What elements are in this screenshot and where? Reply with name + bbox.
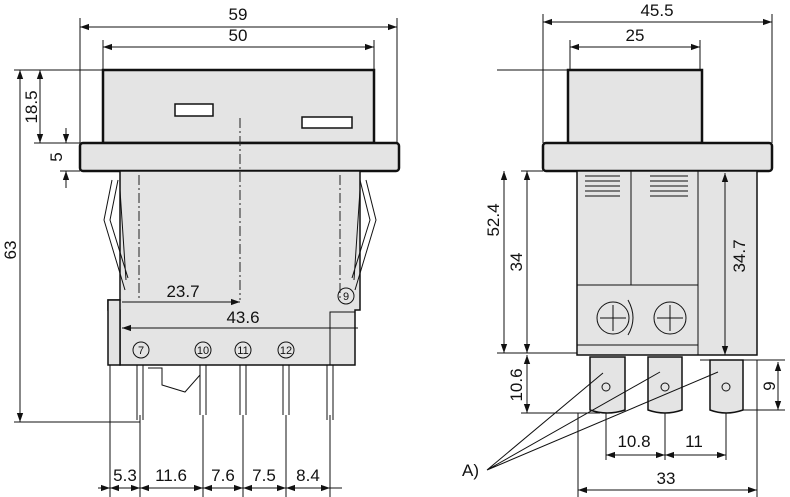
dim-9: 9	[760, 381, 779, 390]
callout-a: A)	[462, 461, 479, 480]
screw-right	[653, 301, 687, 335]
rocker-button	[101, 68, 376, 145]
dim-18-5: 18.5	[22, 90, 41, 123]
pins	[136, 365, 334, 420]
housing	[107, 170, 361, 366]
pin-spacing: 8.4	[296, 466, 320, 485]
dim-10-6: 10.6	[507, 368, 526, 401]
dim-23-7: 23.7	[166, 282, 199, 301]
dim-63: 63	[1, 241, 20, 260]
dim-10-8: 10.8	[617, 432, 650, 451]
terminal-9: 9	[337, 287, 355, 305]
front-view: 7 10 11 12 9 59 50 63 18.5 5 23.7 43.6 5…	[1, 5, 401, 497]
dim-34-7: 34.7	[730, 239, 749, 272]
terminal-7: 7	[132, 341, 150, 359]
vent-slots	[585, 175, 688, 197]
pin-spacing: 7.6	[211, 466, 235, 485]
dim-43-6: 43.6	[226, 308, 259, 327]
svg-text:12: 12	[280, 345, 292, 357]
button-window-left	[174, 103, 214, 117]
dim-52-4: 52.4	[484, 203, 503, 236]
svg-text:9: 9	[343, 291, 349, 303]
snap-clip-right	[351, 179, 377, 291]
pin-spacing: 11.6	[155, 466, 187, 485]
terminal-tab	[647, 356, 683, 414]
dim-5: 5	[47, 152, 66, 161]
dim-25: 25	[626, 26, 645, 45]
side-view: A) 45.5 25 52.4 34 10.6 34.7 9 10.8 11 3…	[462, 1, 785, 497]
button-window-right	[301, 116, 353, 129]
terminal-12: 12	[277, 341, 295, 359]
dim-34: 34	[507, 253, 526, 272]
terminal-tab	[589, 356, 626, 414]
svg-text:11: 11	[237, 345, 248, 357]
terminal-10: 10	[194, 341, 212, 359]
rocker-button-side	[566, 68, 704, 145]
screw-left	[596, 301, 630, 335]
pin-spacing: 7.5	[252, 466, 276, 485]
flange-side	[541, 141, 774, 173]
svg-text:7: 7	[138, 345, 144, 357]
svg-text:10: 10	[197, 345, 209, 357]
dim-45-5: 45.5	[640, 1, 673, 20]
snap-clip-left	[103, 179, 129, 291]
terminal-11: 11	[234, 341, 252, 359]
terminal-tab	[709, 359, 744, 414]
lower-housing	[107, 299, 121, 366]
dim-33: 33	[657, 469, 676, 488]
dim-11: 11	[685, 432, 703, 451]
dim-59: 59	[229, 5, 248, 24]
dim-50: 50	[229, 26, 248, 45]
pin-spacing: 5.3	[113, 466, 137, 485]
